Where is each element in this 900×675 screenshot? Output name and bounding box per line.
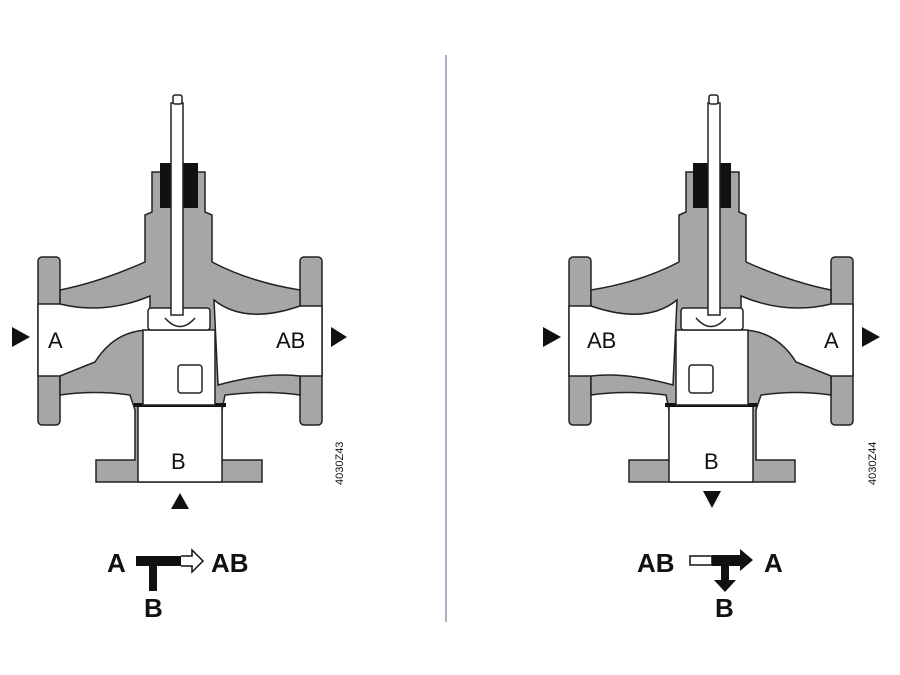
right-port-a-label: A — [824, 328, 839, 353]
right-port-ab-label: AB — [587, 328, 616, 353]
left-symbol-b-label: B — [144, 593, 163, 623]
left-outflow-arrow-icon — [331, 327, 347, 347]
right-drawing-code: 4030Z44 — [867, 442, 879, 485]
right-symbol-ab-label: AB — [637, 548, 675, 578]
left-inflow-arrow-icon — [12, 327, 30, 347]
right-symbol-a-label: A — [764, 548, 783, 578]
mixing-flow-symbol-icon — [136, 548, 205, 591]
right-bottom-outflow-arrow-icon — [703, 491, 721, 508]
left-port-b-label: B — [171, 449, 186, 474]
right-valve-drawing — [568, 94, 854, 483]
left-symbol-ab-label: AB — [211, 548, 249, 578]
left-drawing-code: 4030Z43 — [334, 442, 346, 485]
left-bottom-inflow-arrow-icon — [171, 493, 189, 509]
right-inflow-arrow-icon — [543, 327, 561, 347]
right-symbol-b-label: B — [715, 593, 734, 623]
left-port-a-label: A — [48, 328, 63, 353]
left-port-ab-label: AB — [276, 328, 305, 353]
diverting-flow-symbol-icon — [689, 549, 753, 592]
left-symbol-a-label: A — [107, 548, 126, 578]
left-valve-drawing — [37, 94, 323, 483]
right-outflow-arrow-icon — [862, 327, 880, 347]
right-port-b-label: B — [704, 449, 719, 474]
